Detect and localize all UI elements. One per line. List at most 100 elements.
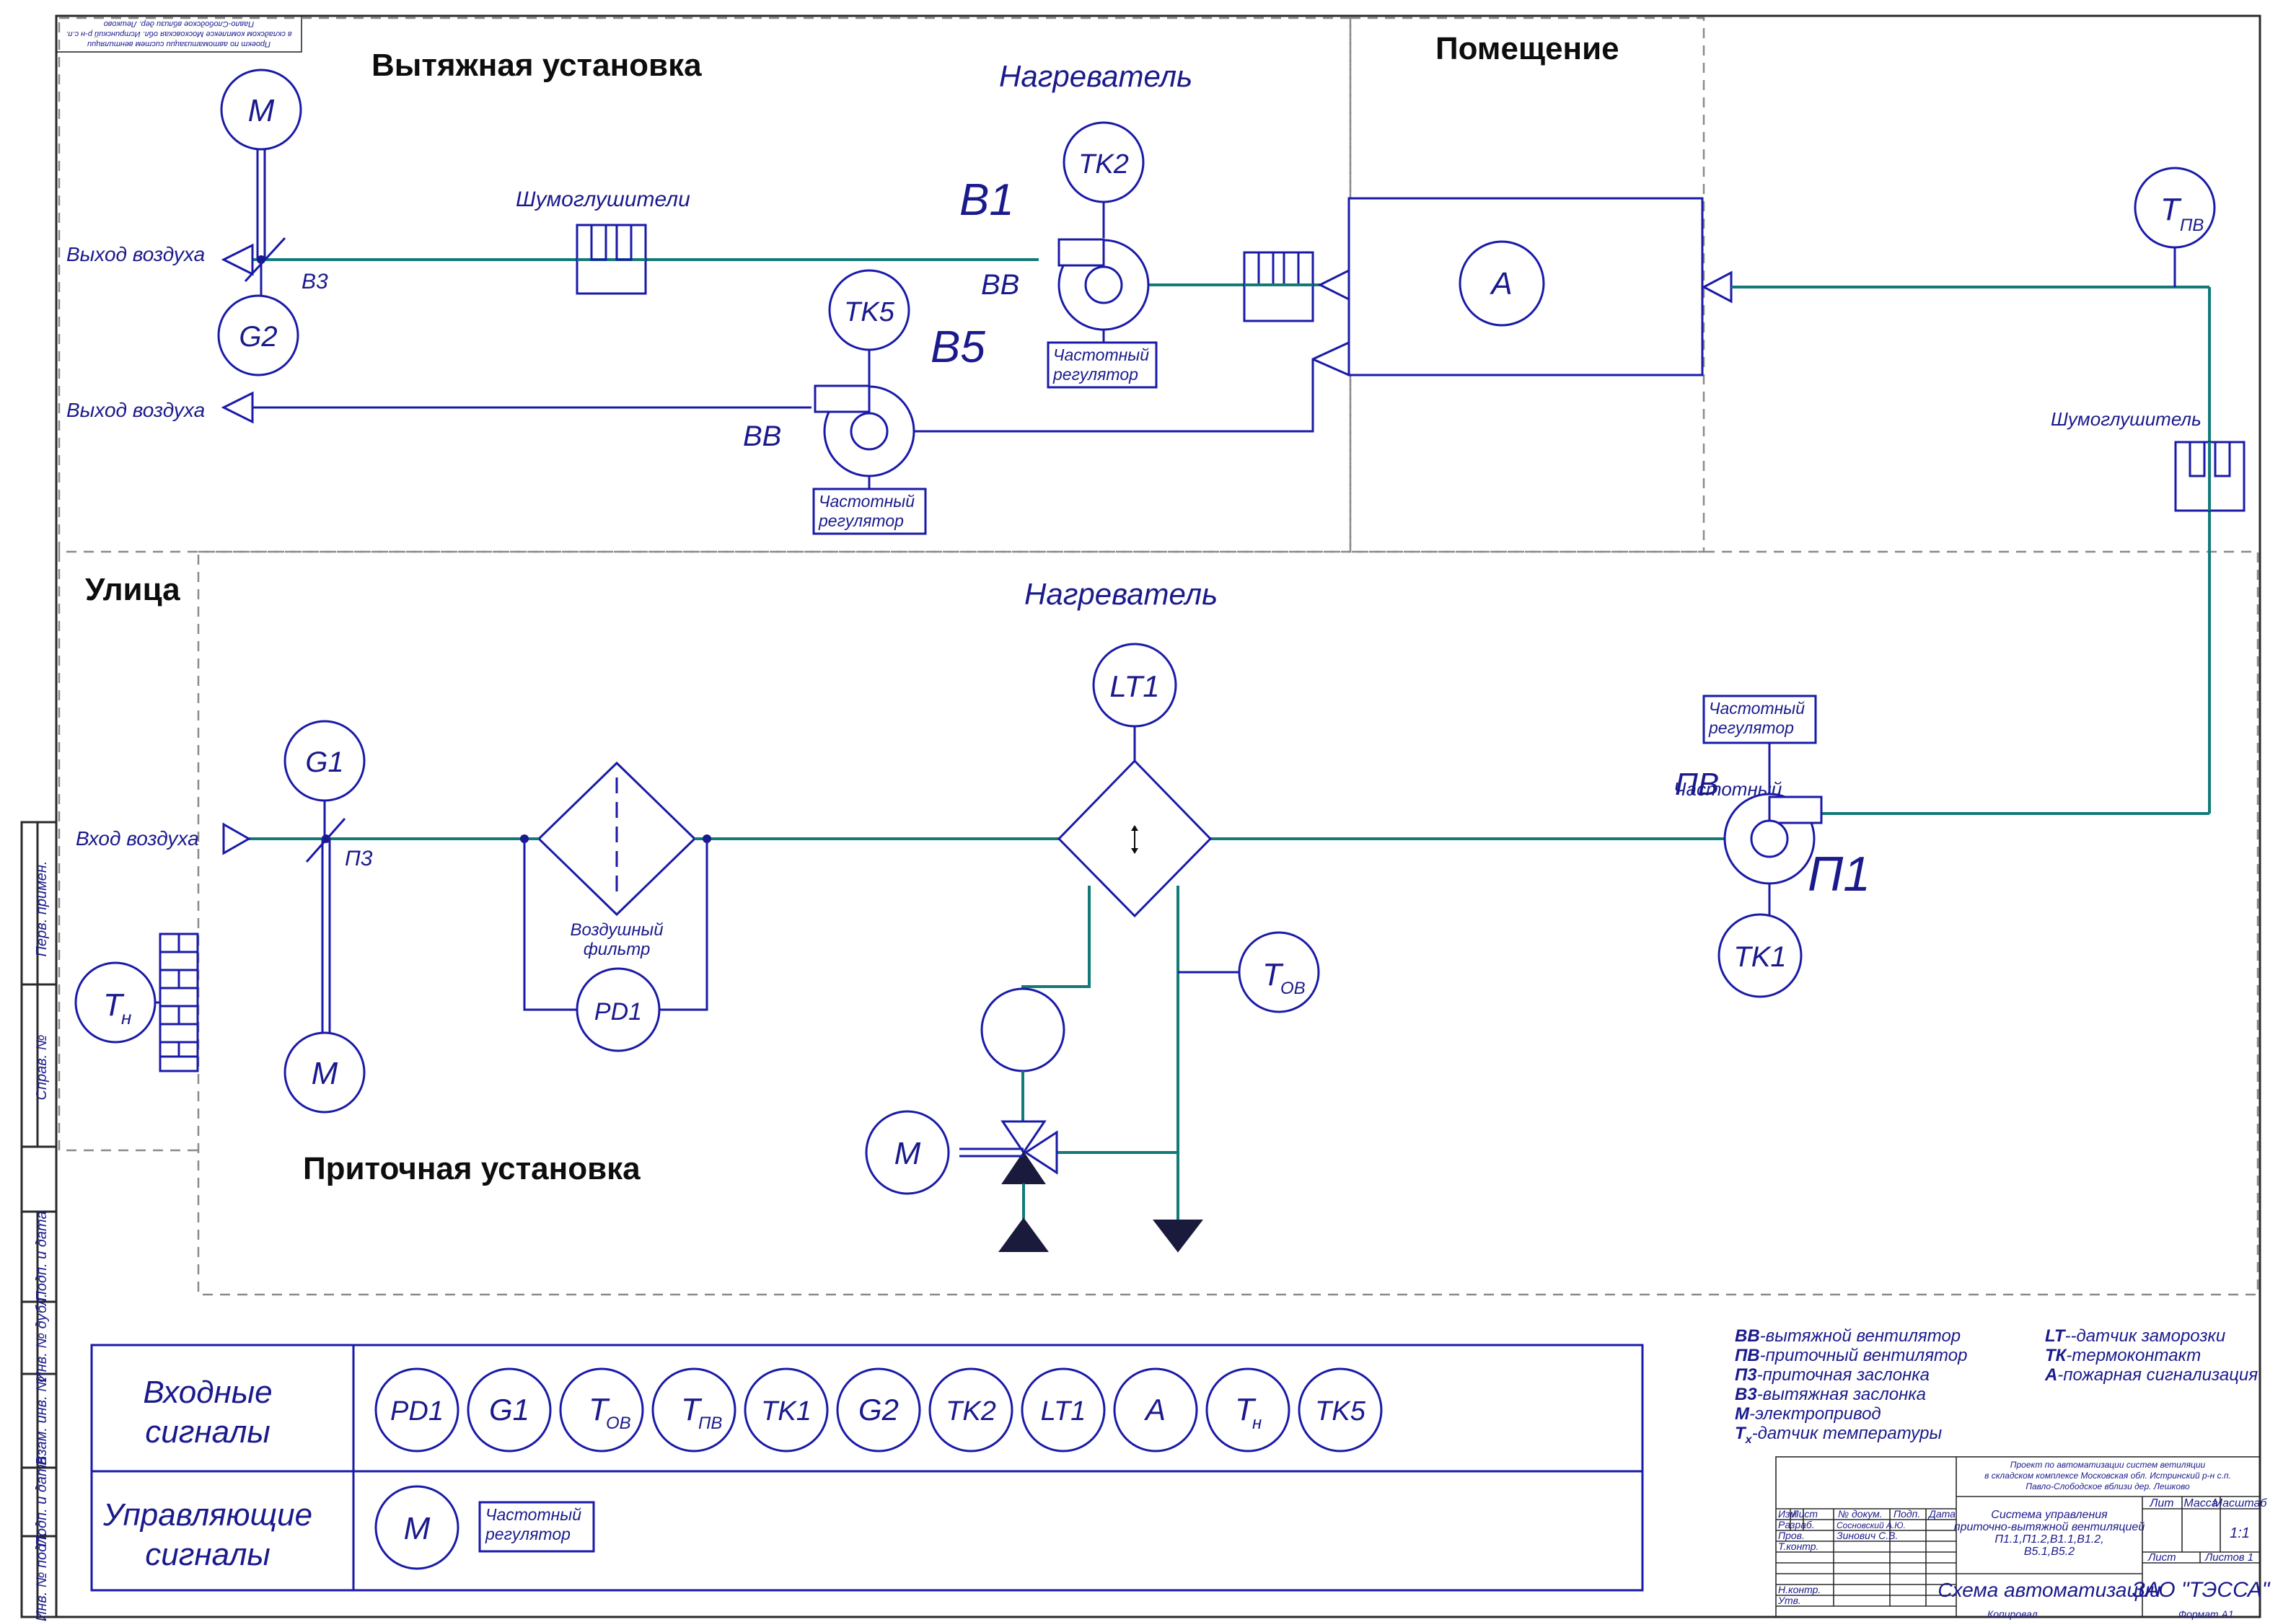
legend-entry: ПВ-приточный вентилятор	[1735, 1346, 1967, 1365]
input-signal-label: T	[1235, 1392, 1257, 1427]
input-signal-label: TK5	[1315, 1396, 1366, 1427]
sensor-pd1	[576, 967, 661, 1052]
sensor-g2	[217, 294, 299, 376]
room-outlet-arrow	[1317, 268, 1350, 301]
input-signal-8: A	[1113, 1367, 1198, 1453]
input-signal-10: TK5	[1298, 1367, 1383, 1453]
sensor-a	[1459, 240, 1545, 327]
room-inlet-arrow	[1701, 270, 1733, 304]
tb-row-sheet: Лист	[2147, 1551, 2176, 1564]
fan-b1	[1057, 238, 1150, 331]
tb-podp: Подп.	[1893, 1508, 1920, 1520]
side-label-sprav: Справ. №	[34, 1035, 50, 1101]
input-signal-5: G2	[836, 1367, 921, 1453]
section-street-title: Улица	[85, 572, 180, 607]
svg-text:A: A	[1489, 266, 1512, 301]
top-stamp-text: Проект по автоматизации систем вентиляци…	[66, 19, 291, 48]
svg-text:в складском комплексе Московск: в складском комплексе Московская обл. Ис…	[66, 30, 291, 38]
label-pv: ПВ	[1675, 767, 1719, 802]
air-out-arrow-1	[221, 243, 254, 276]
side-label-perv: Перв. примен.	[34, 861, 50, 957]
svg-text:регулятор: регулятор	[1708, 718, 1794, 737]
tb-utv: Утв.	[1777, 1595, 1801, 1606]
label-v3: В3	[302, 270, 328, 294]
tb-copied: Копировал	[1987, 1608, 2038, 1620]
side-label-podp-data-1: Подп. и дата	[34, 1211, 50, 1301]
air-out-label-1: Выход воздуха	[66, 243, 205, 265]
tb-col-lit: Лит	[2149, 1497, 2173, 1509]
svg-text:ОВ: ОВ	[1280, 979, 1306, 998]
svg-text:Частотный: Частотный	[1709, 699, 1805, 718]
legend-entry: Тx-датчик температуры	[1735, 1424, 1943, 1446]
svg-text:T: T	[2160, 192, 2182, 227]
input-signal-label: TK1	[761, 1396, 811, 1427]
svg-text:Проект по автоматизации систем: Проект по автоматизации систем вентиляци…	[87, 40, 270, 48]
input-signal-6: TK2	[928, 1367, 1013, 1453]
tb-system-2: приточно-вытяжной вентиляцией	[1954, 1521, 2145, 1533]
fan-p1	[1723, 793, 1823, 885]
air-in-arrow	[222, 822, 252, 855]
svg-text:M: M	[404, 1511, 431, 1546]
svg-text:Частотный: Частотный	[1053, 345, 1149, 364]
wall-hatch	[159, 933, 199, 1072]
tb-prov-name: Зинович С.В.	[1837, 1530, 1898, 1541]
heater-coil	[1057, 759, 1213, 918]
air-in-label: Вход воздуха	[76, 827, 199, 850]
label-p1: П1	[1808, 847, 1870, 902]
drawing-frame	[55, 14, 2261, 1618]
svg-text:M: M	[312, 1056, 338, 1091]
side-label-vzam-inv: Взам. инв. №	[34, 1376, 50, 1465]
side-strip	[20, 821, 58, 1618]
tb-razrab: Разраб.	[1778, 1519, 1815, 1530]
svg-text:ПВ: ПВ	[2180, 216, 2204, 235]
fan-b5	[814, 384, 915, 477]
input-signal-sub: н	[1252, 1414, 1262, 1433]
input-signal-2: TОВ	[559, 1367, 644, 1453]
input-signal-3: TПВ	[651, 1367, 736, 1453]
tb-list: Лист	[1791, 1508, 1818, 1520]
svg-text:PD1: PD1	[594, 998, 642, 1026]
side-label-podp-data-2: Подп. и дата	[34, 1456, 50, 1546]
legend-entry: П3-приточная заслонка	[1735, 1365, 1930, 1385]
tb-nkontr: Н.контр.	[1778, 1584, 1821, 1595]
legend-entry: LT--датчик заморозки	[2045, 1326, 2225, 1346]
freq-reg-b1	[1047, 341, 1158, 389]
svg-text:Частотный: Частотный	[485, 1505, 581, 1524]
tb-project-2: в складском комплексе Московская обл. Ис…	[1984, 1471, 2231, 1481]
label-bb-b1: ВВ	[981, 269, 1019, 301]
control-signals-label-2: сигналы	[145, 1537, 270, 1572]
input-signal-label: TK2	[946, 1396, 996, 1427]
drain-return	[1152, 1220, 1204, 1253]
control-signals-label-1: Управляющие	[102, 1497, 312, 1533]
tb-scale: 1:1	[2230, 1525, 2250, 1541]
svg-text:Частотный: Частотный	[819, 492, 915, 511]
side-label-inv-podl: Инв. № подл.	[34, 1532, 50, 1621]
air-out-label-2: Выход воздуха	[66, 399, 205, 421]
svg-text:G2: G2	[239, 321, 277, 353]
label-b1: B1	[959, 175, 1014, 225]
freq-reg-b5	[812, 488, 927, 535]
tb-system-1: Система управления	[1991, 1509, 2108, 1521]
tb-project-3: Павло-Слободское вблизи дер. Лешково	[2026, 1481, 2190, 1491]
legend-entry: В3-вытяжная заслонка	[1735, 1385, 1926, 1404]
legend-entry: М-электропривод	[1735, 1404, 1881, 1424]
legend-entry: ТК-термоконтакт	[2045, 1346, 2201, 1365]
top-stamp	[56, 15, 302, 53]
svg-text:T: T	[103, 987, 125, 1023]
tb-company: ЗАО "ТЭССА"	[2132, 1578, 2271, 1602]
silencer-room	[1243, 251, 1314, 322]
label-b5: B5	[931, 322, 985, 372]
zone-supply	[197, 550, 2259, 1296]
air-filter	[537, 761, 697, 917]
svg-text:TK1: TK1	[1733, 941, 1786, 973]
heater-top-label: Нагреватель	[999, 59, 1192, 93]
svg-text:LT1: LT1	[1109, 669, 1159, 703]
motor-m-exhaust	[220, 69, 302, 151]
heater-pipe-supply	[1021, 886, 1091, 989]
input-signal-4: TK1	[744, 1367, 829, 1453]
side-label-inv-dubl: Инв. № дубл.	[34, 1294, 50, 1383]
svg-text:TK2: TK2	[1078, 149, 1129, 180]
control-signal-m	[374, 1485, 459, 1570]
